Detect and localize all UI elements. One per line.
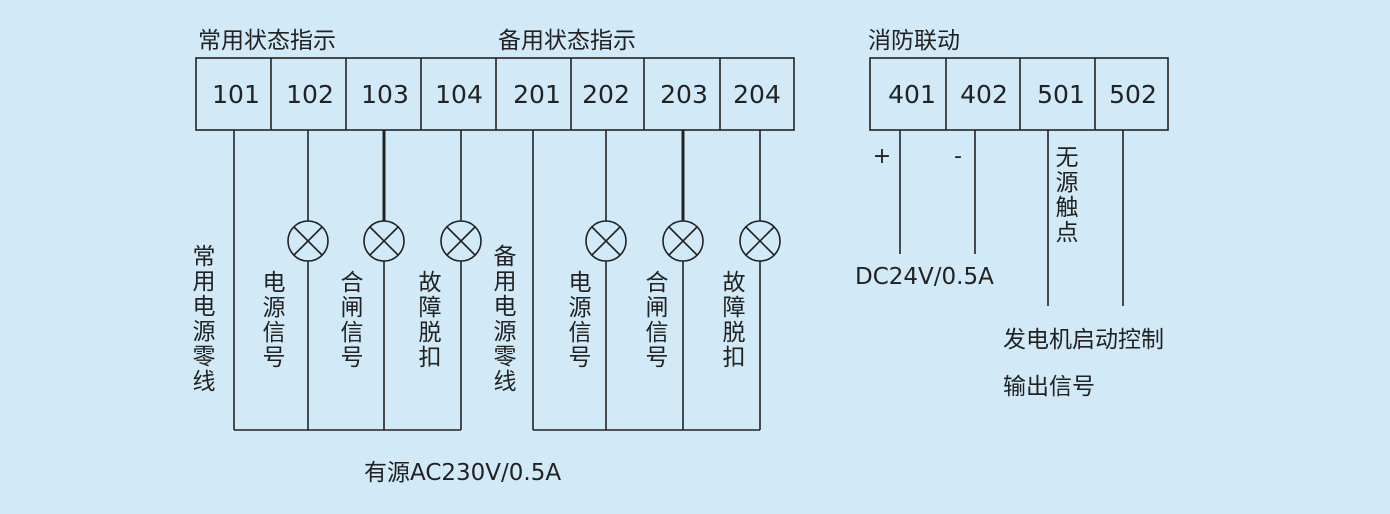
- terminal-block-left: [195, 57, 795, 131]
- gen-start-label-2: 输出信号: [1003, 374, 1095, 400]
- group-title-normal: 常用状态指示: [198, 28, 336, 54]
- terminal-103: 103: [361, 80, 409, 109]
- terminal-501: 501: [1037, 80, 1085, 109]
- label-standby-closing: 合闸信号: [646, 270, 669, 371]
- terminal-101: 101: [212, 80, 260, 109]
- terminal-104: 104: [435, 80, 483, 109]
- label-standby-power: 电源信号: [569, 270, 592, 371]
- label-standby-fault: 故障脱扣: [723, 270, 746, 371]
- sign-minus: -: [954, 144, 962, 169]
- terminal-204: 204: [733, 80, 781, 109]
- terminal-102: 102: [286, 80, 334, 109]
- lamp-203-icon: [662, 220, 704, 262]
- rating-dc: DC24V/0.5A: [855, 264, 994, 290]
- lamp-102-icon: [287, 220, 329, 262]
- terminal-402: 402: [960, 80, 1008, 109]
- group-title-fire: 消防联动: [868, 28, 960, 54]
- label-standby-neutral: 备用电源零线: [494, 244, 517, 395]
- lamp-202-icon: [585, 220, 627, 262]
- label-normal-neutral: 常用电源零线: [193, 244, 216, 395]
- label-dry-contact: 无源触点: [1056, 145, 1079, 246]
- label-normal-fault: 故障脱扣: [419, 270, 442, 371]
- terminal-203: 203: [660, 80, 708, 109]
- label-normal-power: 电源信号: [263, 270, 286, 371]
- terminal-502: 502: [1109, 80, 1157, 109]
- terminal-block-right: [869, 57, 1169, 131]
- sign-plus: +: [873, 144, 891, 169]
- lamp-103-icon: [363, 220, 405, 262]
- lamp-204-icon: [739, 220, 781, 262]
- lamp-104-icon: [440, 220, 482, 262]
- gen-start-label-1: 发电机启动控制: [1003, 327, 1164, 353]
- rating-ac: 有源AC230V/0.5A: [364, 460, 561, 486]
- terminal-401: 401: [888, 80, 936, 109]
- group-title-standby: 备用状态指示: [498, 28, 636, 54]
- terminal-201: 201: [513, 80, 561, 109]
- terminal-202: 202: [582, 80, 630, 109]
- label-normal-closing: 合闸信号: [341, 270, 364, 371]
